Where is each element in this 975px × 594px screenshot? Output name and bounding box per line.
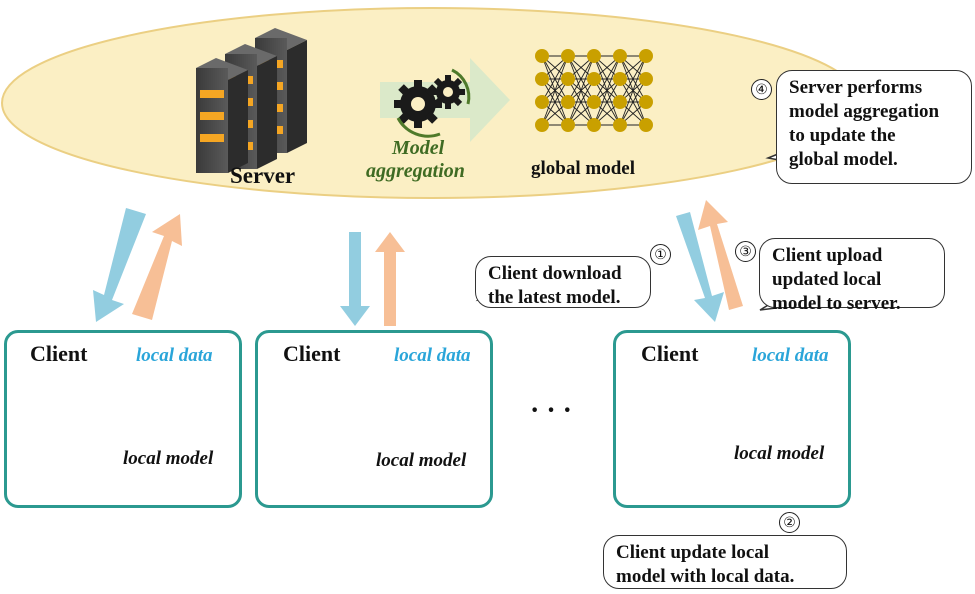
client-title: Client [641, 341, 699, 366]
network-node [561, 95, 575, 109]
network-edge [541, 55, 569, 126]
network-node [639, 72, 653, 86]
network-node [535, 72, 549, 86]
network-node [561, 118, 575, 132]
arrow-download-client2 [340, 232, 370, 326]
ellipsis: · · · [530, 395, 573, 426]
client-title: Client [283, 341, 341, 366]
client-box-3 [613, 330, 851, 508]
arrow-download-client1 [93, 208, 146, 322]
server-icon [196, 28, 307, 173]
global-model-layers [535, 49, 653, 132]
step2-number: ② [779, 512, 800, 533]
local-data-label: local data [752, 345, 829, 366]
network-node [587, 49, 601, 63]
arrow-upload-client2 [375, 232, 405, 326]
network-node [561, 49, 575, 63]
aggregation-label-line1: Model [392, 137, 445, 159]
network-node [639, 95, 653, 109]
step2-callout: Client update local model with local dat… [603, 535, 847, 589]
client-box-1 [4, 330, 242, 508]
network-node [561, 72, 575, 86]
step1-number: ① [650, 244, 671, 265]
network-edge [593, 55, 621, 126]
network-edge [619, 78, 647, 126]
network-edge [567, 55, 595, 103]
local-model-label: local model [734, 443, 825, 464]
step4-text-line: Server performs [789, 77, 923, 98]
local-data-label: local data [136, 345, 213, 366]
arrow-download-client3 [676, 212, 724, 322]
step4-number: ④ [751, 79, 772, 100]
local-model-label: local model [123, 448, 214, 469]
gears-icon [394, 68, 471, 138]
network-node [587, 95, 601, 109]
network-node [535, 118, 549, 132]
network-edge [567, 55, 595, 126]
network-edge [593, 78, 621, 126]
step3-text-line: Client upload [772, 245, 883, 266]
step4-text-line: model aggregation [789, 101, 940, 122]
network-node [535, 49, 549, 63]
local-model-label: local model [376, 450, 467, 471]
network-node [613, 72, 627, 86]
network-node [613, 49, 627, 63]
network-node [535, 95, 549, 109]
step3-text-line: model to server. [772, 293, 901, 314]
server-label: Server [230, 163, 296, 188]
step2-text-line: model with local data. [616, 566, 795, 587]
network-edge [619, 55, 647, 126]
network-node [613, 118, 627, 132]
network-edge [567, 78, 595, 126]
client-title: Client [30, 341, 88, 366]
step4-text-line: global model. [789, 149, 898, 170]
arrow-upload-client3 [698, 200, 743, 310]
arrow-upload-client1 [132, 214, 182, 320]
network-node [639, 118, 653, 132]
network-edge [541, 78, 569, 126]
step3-callout: Client upload updated local model to ser… [759, 238, 945, 314]
network-edge [619, 55, 647, 103]
local-data-label: local data [394, 345, 471, 366]
step1-text-line: the latest model. [488, 287, 621, 308]
step1-callout: Client download the latest model. [475, 256, 651, 308]
step4-callout: Server performs model aggregation to upd… [776, 70, 972, 184]
network-edge [593, 55, 621, 103]
step3-number: ③ [735, 241, 756, 262]
client-box-2 [255, 330, 493, 508]
network-node [587, 118, 601, 132]
network-node [587, 72, 601, 86]
step1-text-line: Client download [488, 263, 622, 284]
network-node [613, 95, 627, 109]
step3-text-line: updated local [772, 269, 882, 290]
aggregation-label-line2: aggregation [366, 160, 465, 182]
network-node [639, 49, 653, 63]
step4-text-line: to update the [789, 125, 896, 146]
global-model-label: global model [531, 158, 635, 179]
step2-text-line: Client update local [616, 542, 770, 563]
network-edge [541, 55, 569, 103]
global-model-network [535, 49, 653, 132]
